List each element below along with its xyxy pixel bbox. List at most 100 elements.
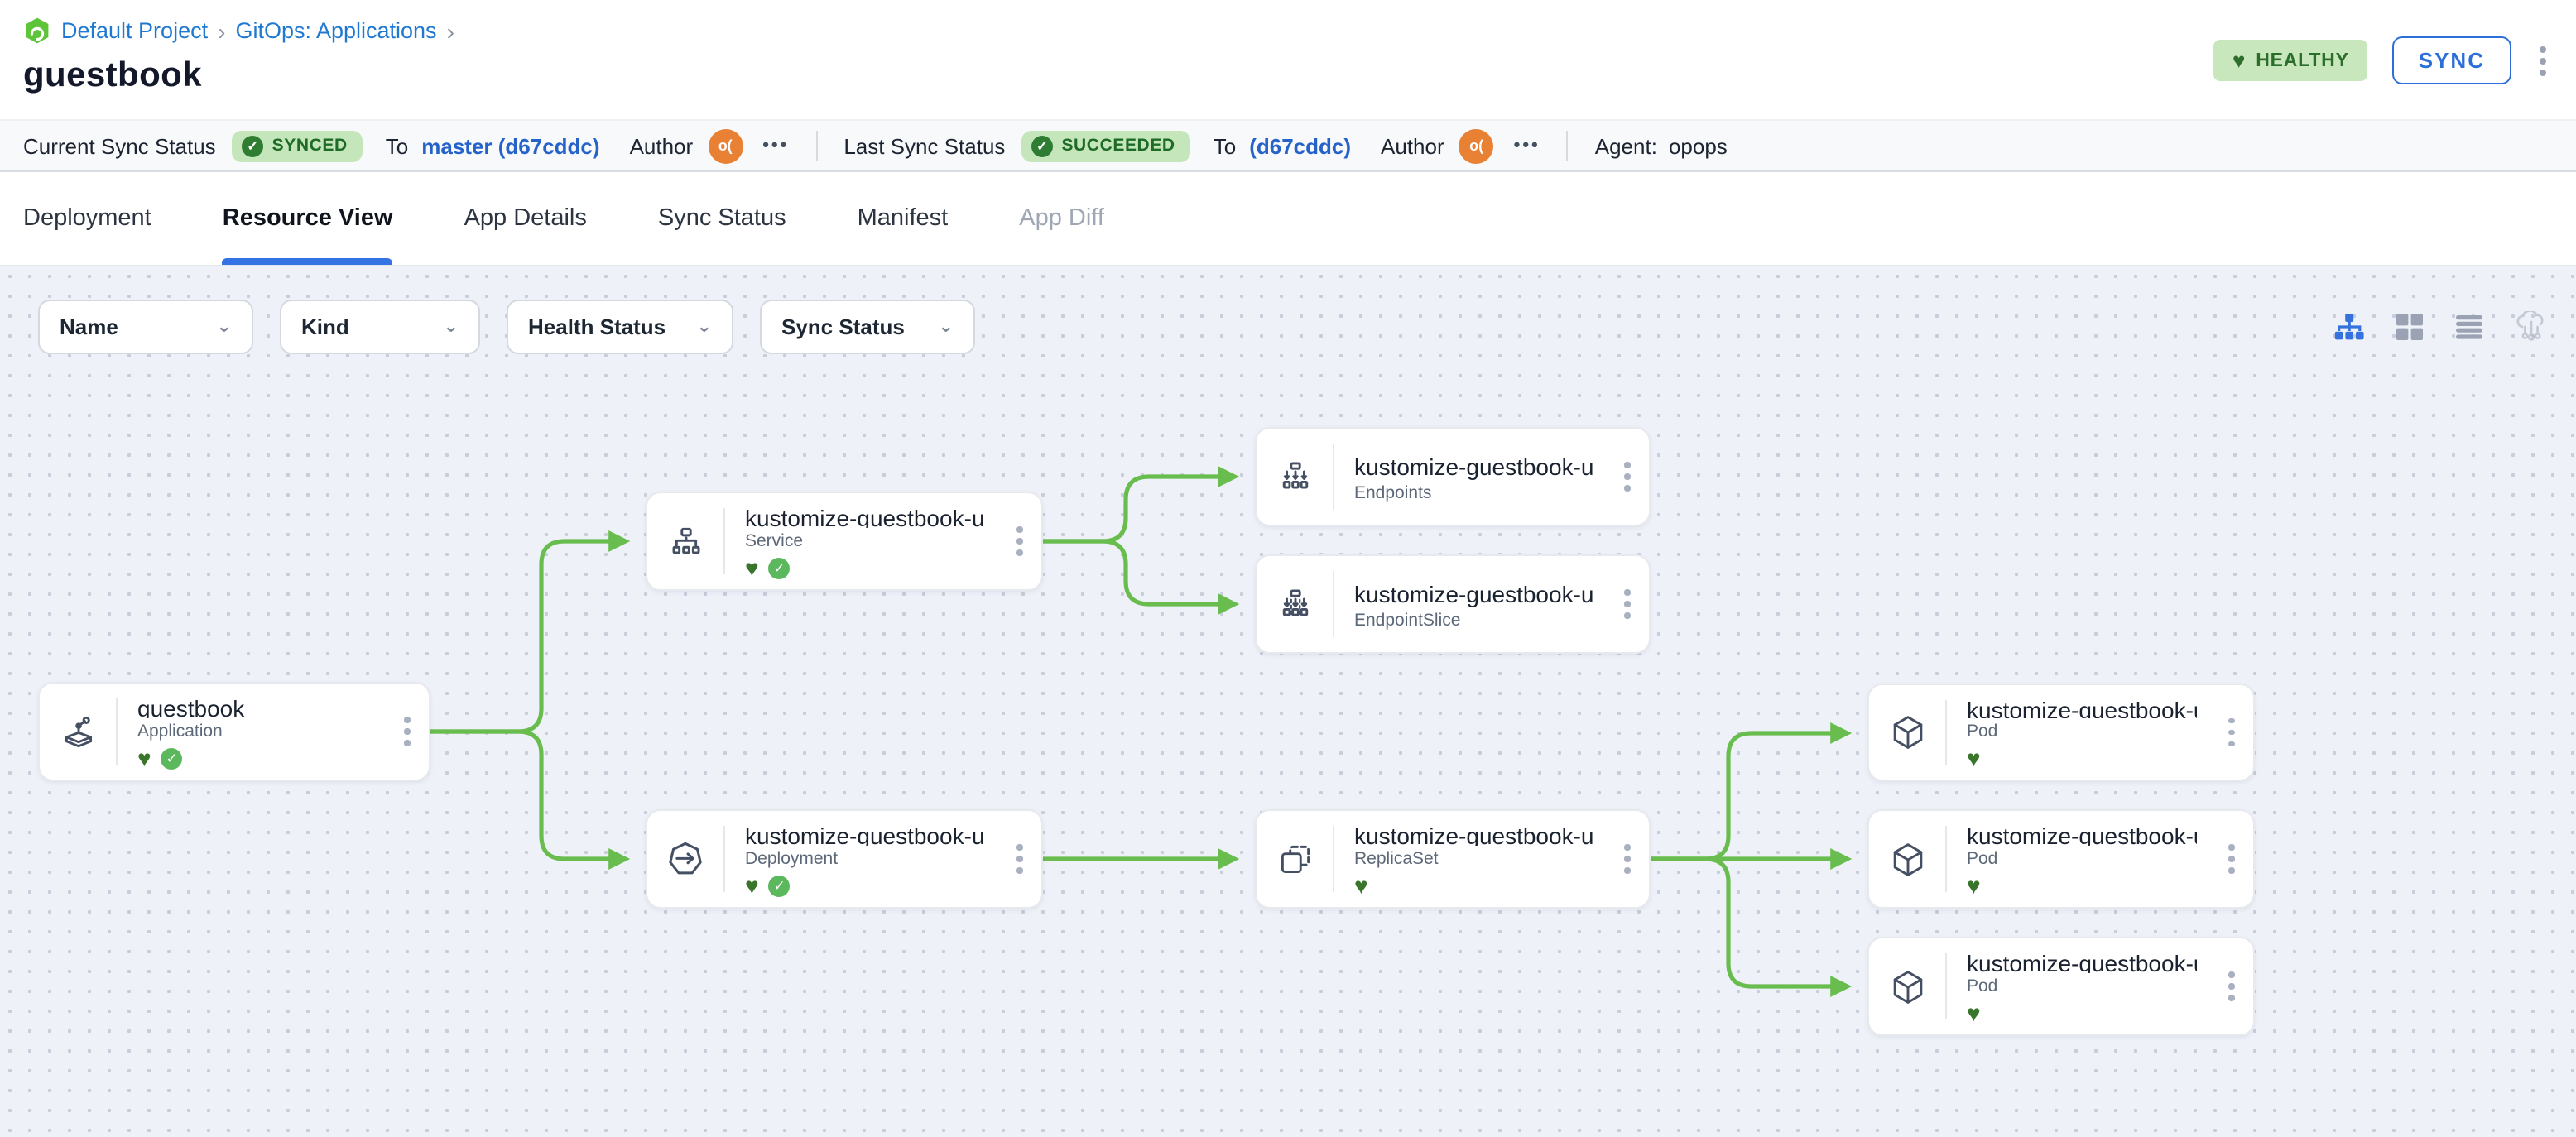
current-sync-status-label: Current Sync Status [23, 133, 216, 158]
author-label: Author [629, 133, 694, 158]
filter-health-status-dropdown[interactable]: Health Status ⌄ [507, 300, 733, 354]
node-more-menu-icon[interactable] [2210, 685, 2253, 780]
node-kind: Pod [1967, 976, 1998, 996]
divider [1566, 131, 1569, 161]
chevron-down-icon: ⌄ [216, 319, 232, 336]
grid-view-icon[interactable] [2396, 312, 2424, 340]
node-kind: Pod [1967, 722, 1998, 741]
filter-sync-status-dropdown[interactable]: Sync Status ⌄ [760, 300, 975, 354]
node-kind: Pod [1967, 849, 1998, 869]
breadcrumb-project-link[interactable]: Default Project [61, 18, 209, 43]
synced-check-icon: ✓ [161, 747, 183, 769]
healthy-heart-icon: ♥ [1967, 872, 1981, 899]
cloud-deploy-icon[interactable] [2515, 311, 2548, 341]
list-view-icon[interactable] [2455, 314, 2483, 338]
commit-message-expand[interactable]: ••• [762, 136, 790, 156]
node-title: kustomize-guestbook-ui [745, 505, 985, 528]
author-avatar: o( [1459, 128, 1494, 163]
synced-check-icon: ✓ [768, 875, 791, 896]
resource-node-endpoints[interactable]: kustomize-guestbook-ui Endpoints [1255, 427, 1651, 526]
node-title: kustomize-guestbook-ui-... [1967, 823, 2197, 846]
app-health-badge: ♥ HEALTHY [2213, 40, 2367, 81]
resource-tree-canvas: Name ⌄ Kind ⌄ Health Status ⌄ Sync Statu… [0, 266, 2576, 1137]
last-commit-link[interactable]: (d67cddc) [1249, 133, 1351, 158]
resource-node-endpointslice[interactable]: kustomize-guestbook-ui-... EndpointSlice [1255, 554, 1651, 654]
breadcrumb-separator: › [446, 17, 454, 44]
tab-resource-view[interactable]: Resource View [222, 172, 393, 265]
current-commit-link[interactable]: master (d67cddc) [421, 133, 600, 158]
view-mode-toggles [2334, 311, 2548, 341]
sync-button[interactable]: SYNC [2391, 36, 2511, 84]
author-avatar: o( [708, 128, 743, 163]
node-more-menu-icon[interactable] [386, 684, 429, 780]
tree-view-icon[interactable] [2334, 312, 2364, 340]
node-more-menu-icon[interactable] [998, 811, 1041, 907]
resource-node-application-guestbook[interactable]: guestbook Application ♥ ✓ [38, 682, 430, 781]
node-more-menu-icon[interactable] [1606, 556, 1649, 652]
pod-icon [1869, 938, 1945, 1034]
filter-kind-dropdown[interactable]: Kind ⌄ [280, 300, 480, 354]
node-more-menu-icon[interactable] [998, 493, 1041, 589]
app-more-menu-icon[interactable] [2536, 42, 2550, 79]
tab-app-diff[interactable]: App Diff [1019, 205, 1104, 232]
breadcrumb-section-link[interactable]: GitOps: Applications [235, 18, 437, 43]
filter-kind-label: Kind [301, 314, 349, 339]
node-title: kustomize-guestbook-ui [1354, 453, 1593, 479]
tab-deployment[interactable]: Deployment [23, 205, 151, 232]
to-label: To [1213, 133, 1237, 158]
resource-node-pod-1[interactable]: kustomize-guestbook-ui-... Pod ♥ [1867, 684, 2255, 781]
commit-message-expand[interactable]: ••• [1513, 136, 1540, 156]
node-title: kustomize-guestbook-ui-... [1967, 950, 2197, 973]
current-sync-status-value: SYNCED [272, 136, 348, 156]
service-icon [647, 493, 723, 589]
endpoints-icon [1257, 429, 1333, 525]
chevron-down-icon: ⌄ [938, 319, 954, 336]
app-health-label: HEALTHY [2256, 50, 2349, 70]
last-sync-status-badge: ✓ SUCCEEDED [1021, 130, 1190, 161]
divider [815, 131, 818, 161]
node-more-menu-icon[interactable] [2210, 811, 2253, 907]
heart-icon: ♥ [2232, 48, 2247, 73]
node-more-menu-icon[interactable] [1606, 811, 1649, 907]
node-kind: ReplicaSet [1354, 849, 1439, 869]
filter-name-dropdown[interactable]: Name ⌄ [38, 300, 253, 354]
node-more-menu-icon[interactable] [1606, 429, 1649, 525]
page-title: guestbook [23, 56, 202, 94]
to-label: To [385, 133, 409, 158]
tab-app-details[interactable]: App Details [464, 205, 587, 232]
endpointslice-icon [1257, 556, 1333, 652]
chevron-down-icon: ⌄ [696, 319, 712, 336]
author-label: Author [1381, 133, 1444, 158]
agent-value: opops [1668, 133, 1728, 158]
filter-bar: Name ⌄ Kind ⌄ Health Status ⌄ Sync Statu… [38, 300, 975, 354]
healthy-heart-icon: ♥ [137, 745, 151, 771]
tab-sync-status[interactable]: Sync Status [657, 205, 786, 232]
check-circle-icon: ✓ [1031, 135, 1054, 156]
node-kind: Endpoints [1354, 482, 1432, 502]
agent-info: Agent: opops [1595, 133, 1728, 158]
resource-node-pod-2[interactable]: kustomize-guestbook-ui-... Pod ♥ [1867, 809, 2255, 909]
application-icon [40, 684, 116, 780]
deployment-icon [647, 811, 723, 907]
node-more-menu-icon[interactable] [2210, 938, 2253, 1034]
header-actions: ♥ HEALTHY SYNC [2213, 36, 2550, 84]
node-title: kustomize-guestbook-ui-... [1967, 697, 2197, 718]
filter-name-label: Name [60, 314, 118, 339]
healthy-heart-icon: ♥ [1354, 872, 1368, 899]
healthy-heart-icon: ♥ [1967, 1000, 1981, 1026]
chevron-down-icon: ⌄ [443, 319, 459, 336]
resource-node-service[interactable]: kustomize-guestbook-ui Service ♥ ✓ [646, 492, 1043, 591]
replicaset-icon [1257, 811, 1333, 907]
last-sync-status-value: SUCCEEDED [1061, 136, 1175, 156]
filter-health-status-label: Health Status [528, 314, 666, 339]
current-sync-status-badge: ✓ SYNCED [232, 130, 363, 161]
resource-node-replicaset[interactable]: kustomize-guestbook-ui-... ReplicaSet ♥ [1255, 809, 1651, 909]
resource-node-deployment[interactable]: kustomize-guestbook-ui Deployment ♥ ✓ [646, 809, 1043, 909]
tab-manifest[interactable]: Manifest [857, 205, 949, 232]
breadcrumb: Default Project › GitOps: Applications › [23, 17, 2550, 45]
check-circle-icon: ✓ [242, 135, 264, 156]
pod-icon [1869, 811, 1945, 907]
node-kind: Service [745, 531, 804, 551]
resource-node-pod-3[interactable]: kustomize-guestbook-ui-... Pod ♥ [1867, 937, 2255, 1036]
